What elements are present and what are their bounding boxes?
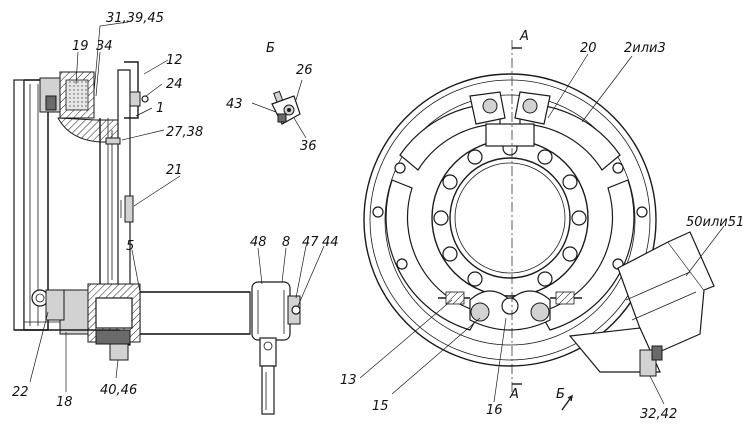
label-48: 48 bbox=[250, 235, 267, 250]
camshaft-5 bbox=[139, 291, 251, 335]
label-8: 8 bbox=[282, 235, 290, 250]
label-16: 16 bbox=[486, 403, 503, 418]
label-18: 18 bbox=[56, 395, 73, 410]
label-47: 47 bbox=[302, 235, 319, 250]
label-40-46: 40,46 bbox=[100, 383, 137, 398]
callout-labels: 31,39,45 19 34 12 24 1 27,38 21 5 48 8 4… bbox=[12, 11, 744, 422]
label-24: 24 bbox=[166, 77, 183, 92]
label-34: 34 bbox=[96, 39, 113, 54]
label-15: 15 bbox=[372, 399, 389, 414]
sectional-view bbox=[13, 61, 301, 415]
label-21: 21 bbox=[166, 163, 183, 178]
hub-bolts bbox=[433, 140, 587, 287]
label-26: 26 bbox=[296, 63, 313, 78]
label-44: 44 bbox=[322, 235, 339, 250]
label-1: 1 bbox=[156, 101, 164, 116]
label-19: 19 bbox=[72, 39, 89, 54]
label-section-a-top: А bbox=[519, 29, 529, 44]
label-43: 43 bbox=[226, 97, 243, 112]
drum-wall-left bbox=[13, 79, 25, 331]
label-view-b-arrow: Б bbox=[556, 387, 565, 402]
label-36: 36 bbox=[300, 139, 317, 154]
label-12: 12 bbox=[166, 53, 183, 68]
label-13: 13 bbox=[340, 373, 357, 388]
front-view bbox=[363, 40, 715, 411]
label-50-or-51: 50или51 bbox=[686, 215, 744, 230]
label-5: 5 bbox=[126, 239, 134, 254]
label-22: 22 bbox=[12, 385, 29, 400]
label-view-b: Б bbox=[266, 41, 275, 56]
label-2-or-3: 2или3 bbox=[624, 41, 666, 56]
leader-lines bbox=[29, 21, 725, 405]
backing-plate-outer bbox=[363, 73, 657, 367]
view-b-detail bbox=[271, 90, 301, 125]
label-31-39-45: 31,39,45 bbox=[106, 11, 164, 26]
label-20: 20 bbox=[580, 41, 597, 56]
label-section-a-bottom: А bbox=[509, 387, 519, 402]
label-32-42: 32,42 bbox=[640, 407, 677, 422]
label-27-38: 27,38 bbox=[166, 125, 203, 140]
